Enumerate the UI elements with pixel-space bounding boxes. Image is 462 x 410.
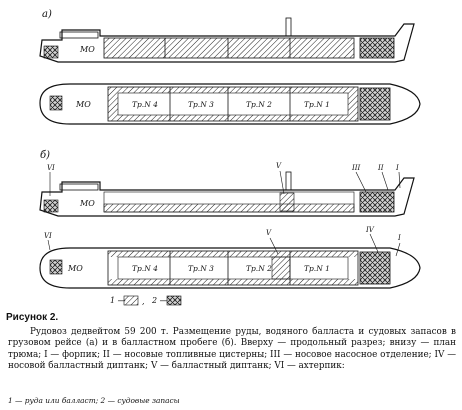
figure-number: Рисунок 2. <box>6 312 59 323</box>
legend-text: 1 — руда или балласт; 2 — судовые запасы <box>8 396 180 405</box>
hold-label-a-1: Тр.N 1 <box>304 100 330 109</box>
hold-label-b-2: Тр.N 2 <box>246 264 272 273</box>
plan-a: МО Тр.N 4 Тр.N 3 Тр.N 2 Тр.N 1 <box>39 83 421 125</box>
marker-I-top: I <box>395 164 399 172</box>
ship-diagram: а) МО МО Тр.N 4 Тр.N 3 Тр.N 2 Тр.N 1 б) … <box>39 9 421 306</box>
marker-I-mid: I <box>397 234 401 242</box>
marker-III-top: III <box>351 164 361 172</box>
panel-label-b: б) <box>40 150 50 161</box>
hold-label-b-3: Тр.N 3 <box>188 264 214 273</box>
marker-VI-mid: VI <box>44 232 52 240</box>
figure-caption: Рудовоз дедвейтом 59 200 т. Размещение р… <box>8 327 456 373</box>
hold-label-a-4: Тр.N 4 <box>132 100 158 109</box>
plan-b: МО Тр.N 4 Тр.N 3 Тр.N 2 Тр.N 1 <box>39 247 421 289</box>
marker-VI-top: VI <box>47 164 55 172</box>
engine-room-label-b2: МО <box>67 264 83 273</box>
hold-label-b-4: Тр.N 4 <box>132 264 158 273</box>
engine-room-label-b1: МО <box>79 199 95 208</box>
engine-room-label-a2: МО <box>75 100 91 109</box>
legend-mark-1: 1 — <box>110 296 126 305</box>
engine-room-label-a1: МО <box>79 45 95 54</box>
profile-b: МО <box>39 171 415 217</box>
caption-text: Рудовоз дедвейтом 59 200 т. Размещение р… <box>8 327 456 372</box>
marker-V-top: V <box>276 162 282 170</box>
legend: 1 — , 2 — <box>110 295 182 306</box>
hold-label-b-1: Тр.N 1 <box>304 264 330 273</box>
legend-swatch-stores <box>166 295 182 306</box>
legend-separator: , <box>142 297 145 306</box>
marker-II-top: II <box>377 164 384 172</box>
panel-label-a: а) <box>42 9 52 20</box>
legend-swatch-ore <box>123 295 139 306</box>
marker-IV-mid: IV <box>365 226 375 234</box>
profile-a: МО <box>39 17 415 63</box>
hold-label-a-3: Тр.N 3 <box>188 100 214 109</box>
marker-V-mid: V <box>266 229 272 237</box>
hold-label-a-2: Тр.N 2 <box>246 100 272 109</box>
legend-mark-2: 2 — <box>151 296 168 305</box>
